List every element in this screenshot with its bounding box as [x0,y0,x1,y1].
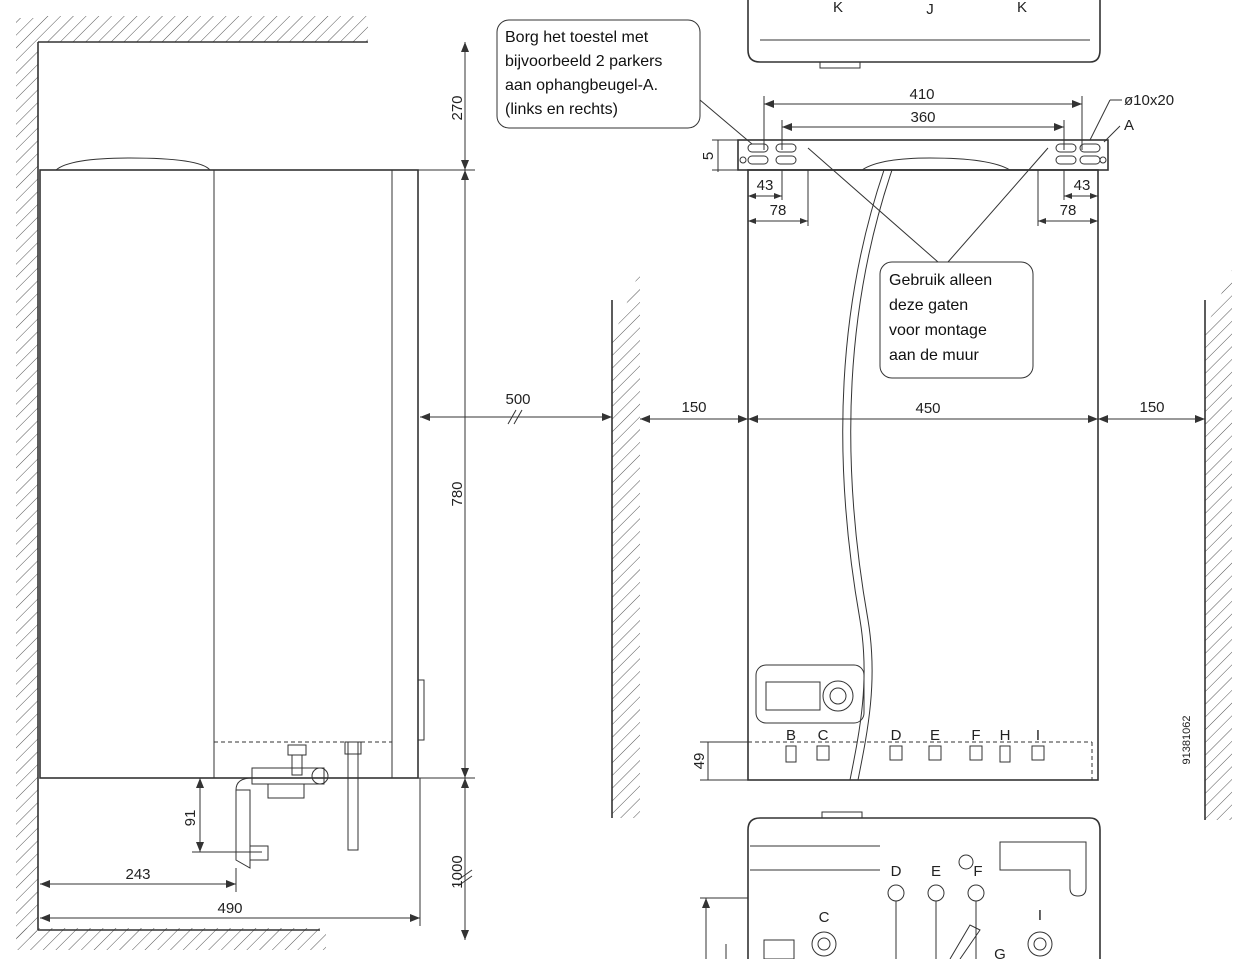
note-secure-bracket: Borg het toestel met bijvoorbeeld 2 park… [496,19,753,145]
bottom-label-g: G [994,946,1006,959]
dim-500: 500 [420,391,612,425]
note-line-3: aan ophangbeugel-A. [505,77,658,94]
conn-label-h: H [1000,727,1011,744]
bottom-label-e: E [931,863,941,880]
connection-stubs [785,745,1045,763]
wall-right [1204,270,1232,820]
dim-49: 49 [691,741,748,781]
note2-line-2: deze gaten [889,297,968,314]
dim-78-left: 78 [748,170,809,226]
note-line-2: bijvoorbeeld 2 parkers [505,53,662,70]
note-mounting-holes: Gebruik alleen deze gaten voor montage a… [807,147,1049,379]
dim-5: 5 [700,139,738,172]
note2-line-1: Gebruik alleen [889,272,992,289]
conn-label-i: I [1036,727,1040,744]
side-view: 270 780 1000 91 [16,16,612,950]
dim-5-label: 5 [700,152,717,160]
floor-hatch [16,928,326,950]
top-label-j: J [926,1,934,18]
dim-43-left: 43 [748,170,783,200]
doc-code: 91381062 [1181,716,1193,765]
bottom-label-i: I [1038,907,1042,924]
dim-78-right: 78 [1037,170,1098,226]
dim-270-label: 270 [449,95,466,120]
boiler-front-cap [861,157,1011,171]
dim-360-label: 360 [910,109,935,126]
front-view: B C D E F H I 410 360 5 [640,86,1205,781]
bracket-holes [739,143,1107,165]
boiler-front-curve-2 [850,169,893,781]
dim-49-label: 49 [691,753,708,770]
dim-150-left-label: 150 [681,399,706,416]
conn-label-c: C [818,727,829,744]
boiler-front-body [747,169,1099,781]
dim-43-right-label: 43 [1074,177,1091,194]
dim-500-label: 500 [505,391,530,408]
conn-label-e: E [930,727,940,744]
dim-43-right: 43 [1063,170,1098,200]
dim-410: 410 [763,86,1083,150]
control-panel [755,664,865,724]
dim-270: 270 [418,42,475,171]
dim-150-left: 150 [640,399,748,423]
dim-150-right: 150 [1098,399,1205,423]
note2-line-4: aan de muur [889,347,980,364]
dim-360: 360 [781,109,1065,150]
boiler-front-curve-1 [842,169,885,781]
bottom-label-d: D [891,863,902,880]
dim-490-label: 490 [217,900,242,917]
dim-1000: 1000 [449,778,473,940]
conn-label-d: D [891,727,902,744]
bottom-label-f: F [973,863,982,880]
note-line-1: Borg het toestel met [505,29,649,46]
boiler-side-knob [417,679,425,741]
note-line-4: (links en rechts) [505,101,618,118]
note2-line-3: voor montage [889,322,987,339]
top-label-k2: K [1017,0,1027,16]
bracket-a-label: A [1124,117,1134,134]
conn-label-b: B [786,727,796,744]
dim-243: 243 [40,866,237,892]
bottom-label-c: C [819,909,830,926]
ceiling-hatch [38,16,368,42]
dim-450: 450 [748,400,1098,423]
dim-410-label: 410 [909,86,934,103]
dim-43-left-label: 43 [757,177,774,194]
left-wall-hatch [16,18,38,938]
top-view: K J K [747,0,1101,69]
dim-78-right-label: 78 [1060,202,1077,219]
dim-150-right-label: 150 [1139,399,1164,416]
dim-490: 490 [40,778,421,926]
boiler-side-cap [55,157,211,171]
dim-1000-label: 1000 [449,855,466,888]
dim-91-label: 91 [182,810,199,827]
dim-78-left-label: 78 [770,202,787,219]
hole-spec-label: ø10x20 [1124,92,1174,109]
wall-middle [611,270,640,818]
side-pipes [235,741,362,869]
dim-450-label: 450 [915,400,940,417]
dim-243-label: 243 [125,866,150,883]
boiler-side-body [39,169,419,779]
dim-780: 780 [418,170,475,779]
dim-780-label: 780 [449,481,466,506]
top-label-k1: K [833,0,843,16]
bottom-view: D E F C I G [700,811,1101,959]
dim-91: 91 [182,778,262,853]
conn-label-f: F [971,727,980,744]
